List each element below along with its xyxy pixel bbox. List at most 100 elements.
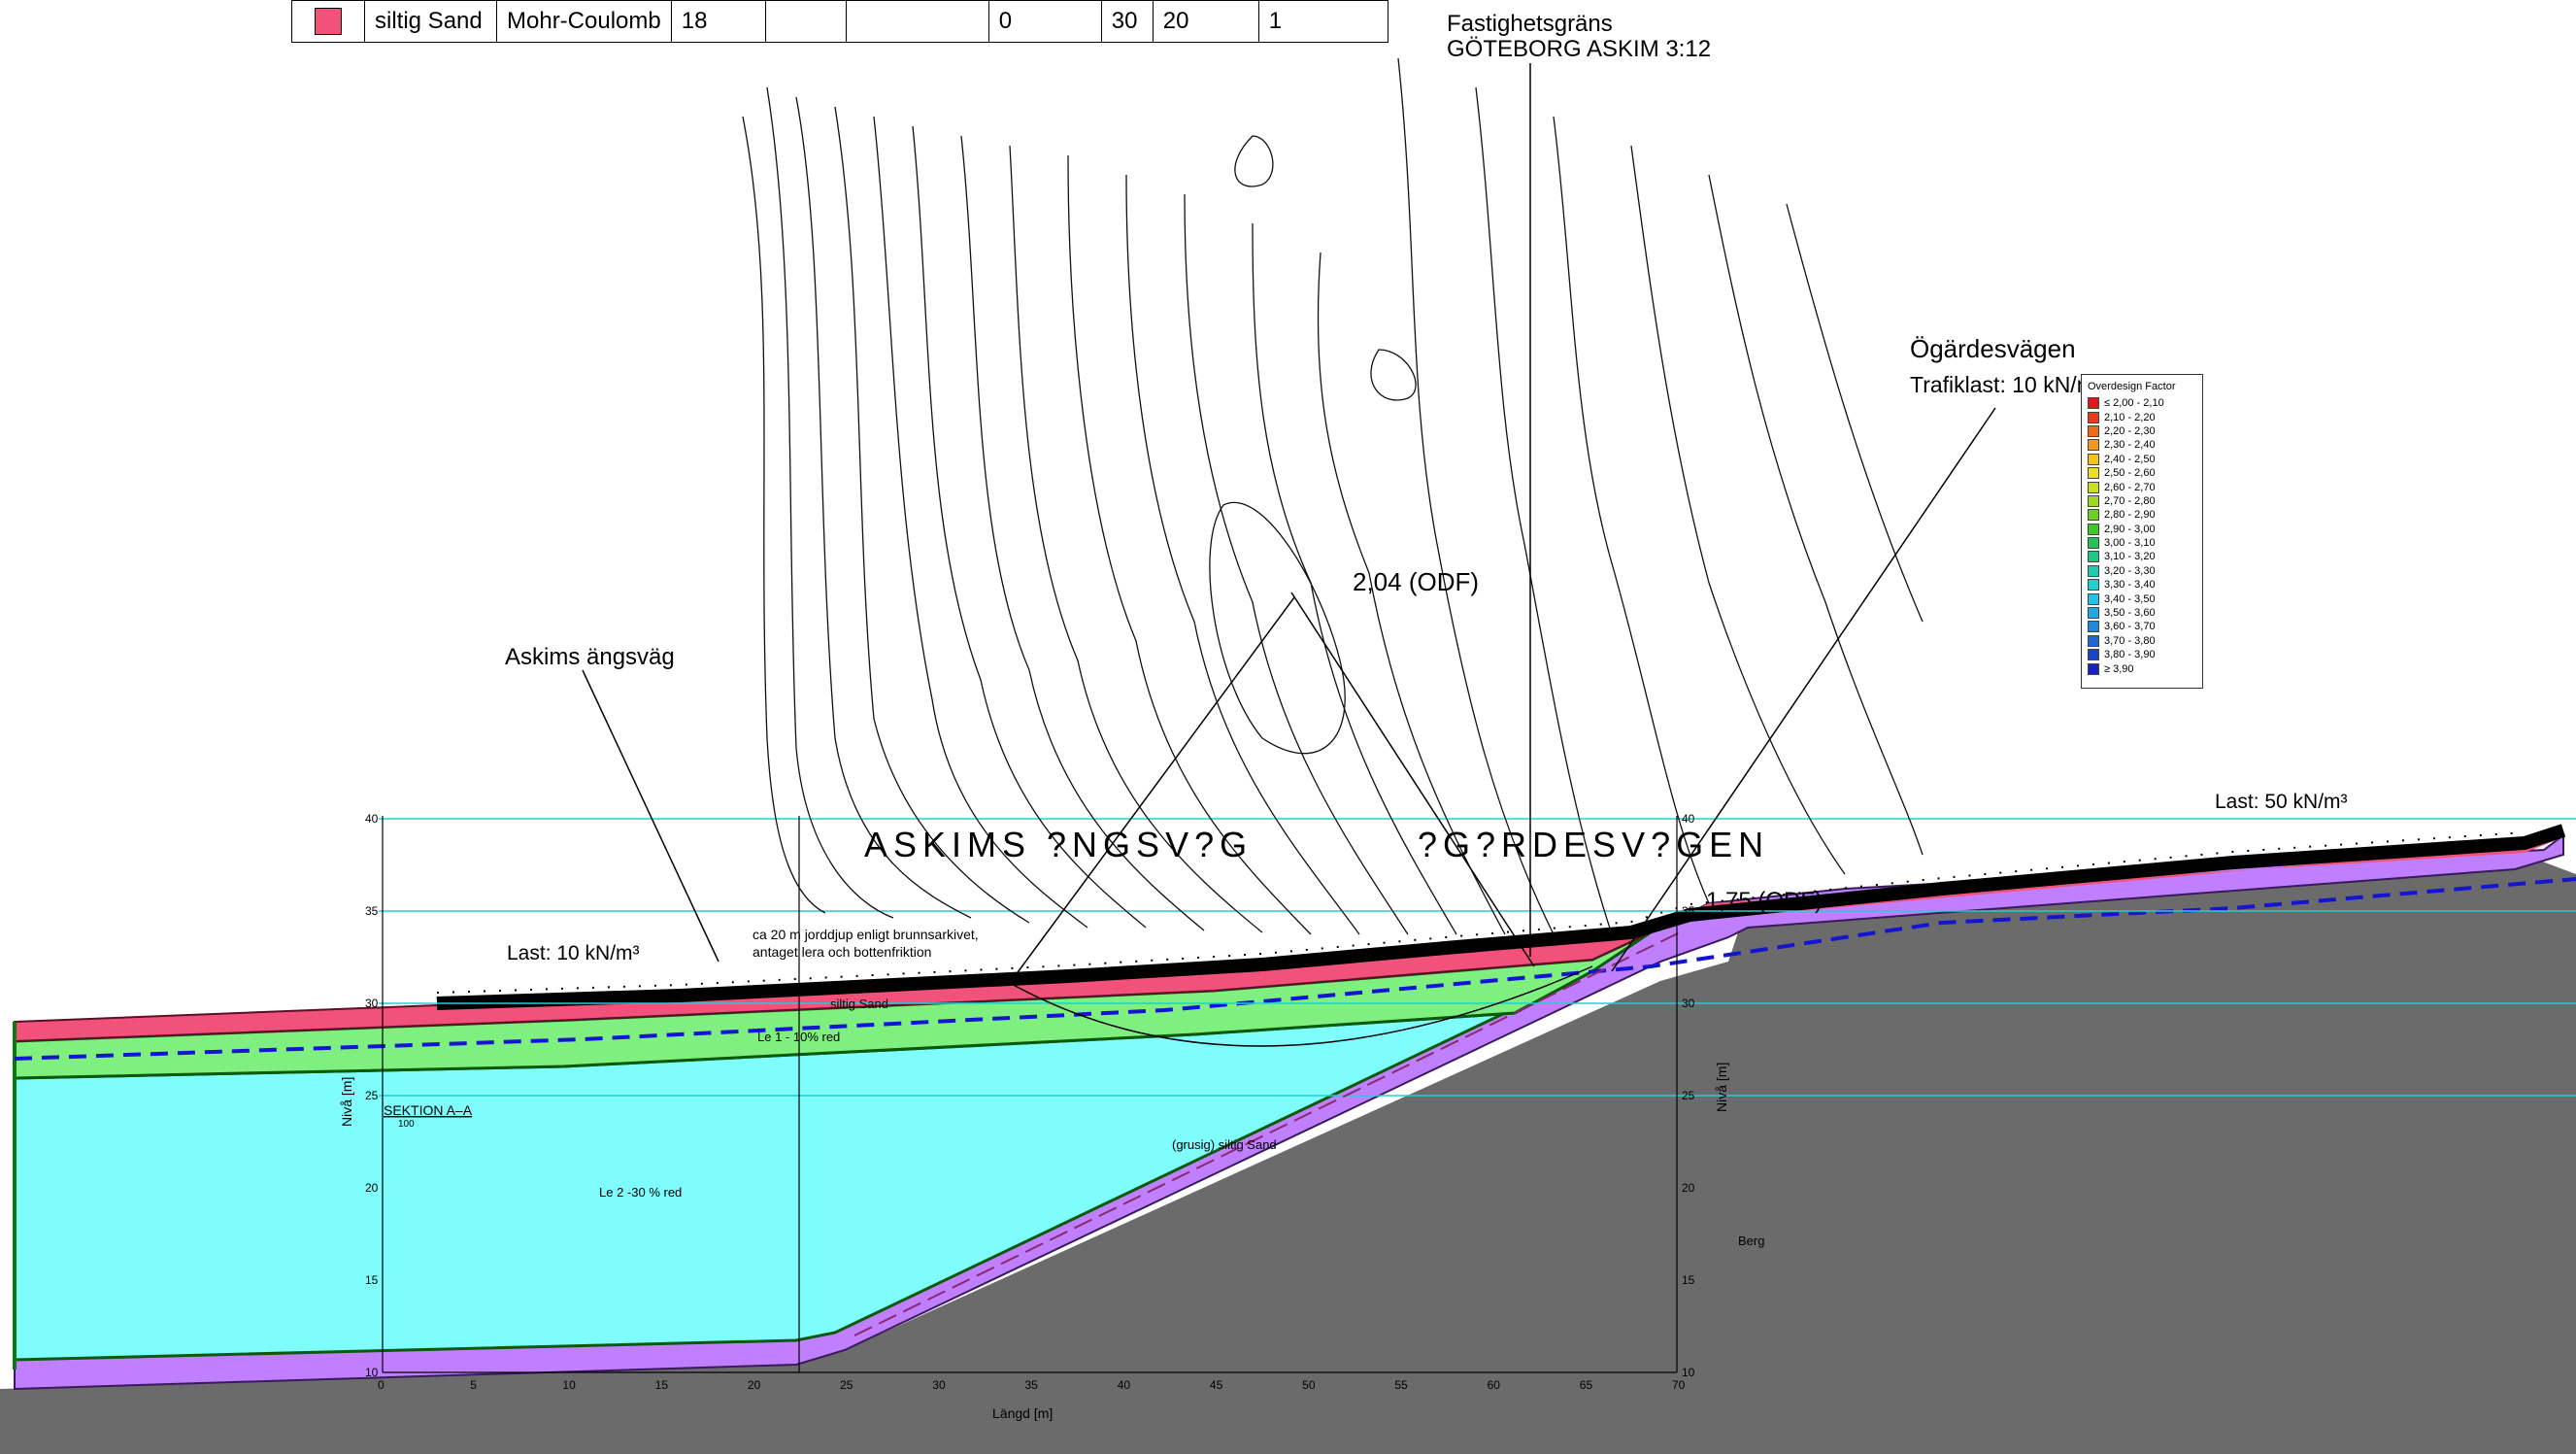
legend-item: 3,40 - 3,50 [2082,592,2202,605]
safety-factor-upper: 2,04 (ODF) [1353,567,1479,596]
x-tick-label: 40 [1118,1378,1131,1392]
legend-item: 3,80 - 3,90 [2082,648,2202,661]
slip-circle [1009,965,1593,1047]
layer-label-siltig-sand: siltig Sand [830,997,888,1011]
section-scale: 100 [398,1119,415,1130]
legend-item: 2,60 - 2,70 [2082,480,2202,493]
legend-swatch [2088,537,2099,550]
legend-label: ≤ 2,00 - 2,10 [2104,397,2164,410]
legend-swatch [2088,481,2099,493]
section-label: SEKTION A–A [384,1102,473,1118]
material-color-swatch [315,8,342,36]
load-left-label: Last: 10 kN/m³ [507,942,640,964]
legend-swatch [2088,509,2099,522]
property-line-label: Fastighetsgräns [1447,11,1613,37]
legend-label: 3,00 - 3,10 [2104,537,2156,550]
layer-label-berg: Berg [1738,1234,1764,1248]
legend-swatch [2088,424,2099,437]
load-right-label: Last: 50 kN/m³ [2215,791,2348,813]
legend-item: 3,10 - 3,20 [2082,550,2202,563]
legend-item: 2,80 - 2,90 [2082,508,2202,522]
material-swatch-cell [291,0,365,43]
x-tick-label: 65 [1580,1378,1593,1392]
legend-item: ≤ 2,00 - 2,10 [2082,396,2202,410]
axis-y-label-left: Nivå [m] [339,1077,354,1127]
legend-swatch [2088,453,2099,465]
legend-label: 3,10 - 3,20 [2104,551,2156,563]
legend-item: 2,70 - 2,80 [2082,494,2202,508]
layer-label-le1: Le 1 - 10% red [757,1030,840,1044]
y-tick-label-right: 25 [1682,1089,1695,1102]
material-value-1: 1 [1257,0,1388,43]
legend-label: 2,40 - 2,50 [2104,453,2156,465]
x-tick-label: 20 [748,1378,761,1392]
legend-item: ≥ 3,90 [2082,661,2202,675]
layer-berg [0,855,2576,1454]
legend-swatch [2088,551,2099,563]
y-tick-label-right: 10 [1682,1366,1695,1379]
y-tick-label-right: 35 [1682,904,1695,918]
legend-swatch [2088,592,2099,605]
legend-swatch [2088,564,2099,577]
legend-item: 2,50 - 2,60 [2082,466,2202,480]
legend-label: 2,70 - 2,80 [2104,494,2156,507]
y-tick-label-left: 35 [365,904,379,918]
y-tick-label-left: 20 [365,1181,379,1195]
legend-swatch [2088,397,2099,410]
axes [382,816,1678,1373]
material-cell-empty-1 [764,0,847,43]
legend-swatch [2088,411,2099,423]
y-tick-label-left: 15 [365,1273,379,1287]
legend-item: 3,60 - 3,70 [2082,620,2202,633]
legend-title: Overdesign Factor [2088,381,2176,392]
legend-swatch [2088,607,2099,620]
legend-item: 3,70 - 3,80 [2082,634,2202,648]
legend-label: ≥ 3,90 [2104,662,2134,675]
legend-swatch [2088,467,2099,480]
x-tick-label: 45 [1210,1378,1223,1392]
material-friction-angle: 30 [1100,0,1154,43]
y-tick-label-left: 30 [365,997,379,1010]
road-right-label: Ögärdesvägen [1910,334,2076,363]
material-table: siltig Sand Mohr-Coulomb 18 0 30 20 1 [291,0,1388,43]
x-tick-label: 10 [562,1378,576,1392]
x-tick-label: 60 [1488,1378,1501,1392]
legend-item: 2,30 - 2,40 [2082,438,2202,452]
slip-surface [853,931,1681,1336]
map-text-left: ASKIMS ?NGSV?G [864,825,1253,864]
material-row: siltig Sand Mohr-Coulomb 18 0 30 20 1 [291,0,1388,43]
x-tick-label: 50 [1302,1378,1316,1392]
legend-item: 2,20 - 2,30 [2082,424,2202,438]
legend-label: 3,60 - 3,70 [2104,621,2156,633]
legend-label: 3,20 - 3,30 [2104,564,2156,577]
layer-embankment [1651,830,2563,932]
material-model: Mohr-Coulomb [496,0,672,43]
map-text-right: ?G?RDESV?GEN [1418,825,1769,864]
contour-lines [742,57,1924,935]
legend-label: 2,50 - 2,60 [2104,467,2156,480]
material-unit-weight: 18 [670,0,766,43]
soil-depth-note-1: ca 20 m jorddjup enligt brunnsarkivet, [753,927,979,942]
legend-swatch [2088,634,2099,647]
y-tick-label-right: 15 [1682,1273,1695,1287]
x-tick-label: 5 [470,1378,477,1392]
y-tick-label-left: 10 [365,1366,379,1379]
legend-item: 2,90 - 3,00 [2082,523,2202,536]
legend-swatch [2088,523,2099,535]
x-tick-label: 35 [1025,1378,1039,1392]
legend-label: 2,30 - 2,40 [2104,439,2156,452]
y-tick-label-left: 25 [365,1089,379,1102]
x-tick-label: 25 [840,1378,853,1392]
legend-label: 2,20 - 2,30 [2104,424,2156,437]
legend-swatch [2088,579,2099,592]
legend-label: 2,90 - 3,00 [2104,523,2156,535]
legend-item: 3,30 - 3,40 [2082,578,2202,592]
x-tick-label: 30 [932,1378,946,1392]
traffic-load-label: Trafiklast: 10 kN/m [1910,372,2095,397]
legend-swatch [2088,621,2099,633]
leader-lines [582,407,1996,984]
